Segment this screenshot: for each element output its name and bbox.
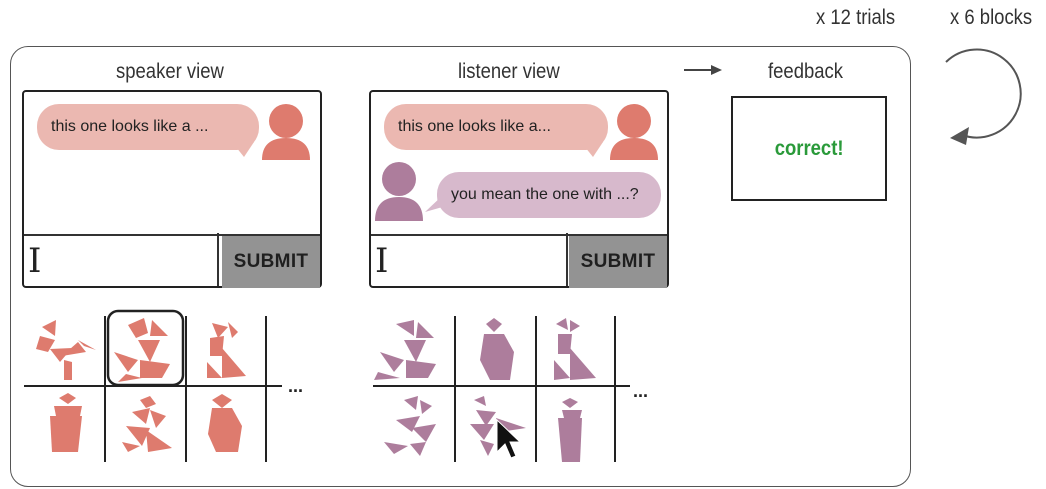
listener-received-text: this one looks like a... bbox=[398, 118, 551, 135]
tangram-figure[interactable] bbox=[207, 322, 246, 378]
listener-view-title: listener view bbox=[458, 60, 560, 83]
more-items-ellipsis: ... bbox=[288, 376, 303, 396]
trials-label: x 12 trials bbox=[816, 6, 896, 29]
listener-screen: this one looks like a... you mean the on… bbox=[369, 90, 669, 288]
speaker-submit-label: SUBMIT bbox=[233, 251, 309, 272]
listener-sent-text: you mean the one with ...? bbox=[451, 186, 639, 203]
tangram-figure[interactable] bbox=[114, 318, 170, 382]
tangram-figure[interactable] bbox=[374, 320, 436, 380]
tangram-figure[interactable] bbox=[480, 318, 514, 380]
tangram-figure[interactable] bbox=[554, 318, 596, 380]
feedback-correct-text: correct! bbox=[774, 136, 844, 160]
target-highlight bbox=[106, 309, 185, 387]
speaker-view-title: speaker view bbox=[116, 60, 224, 83]
speaker-message-bubble: this one looks like a ... bbox=[37, 104, 259, 150]
tangram-figure[interactable] bbox=[50, 393, 82, 452]
text-cursor-icon: I bbox=[28, 241, 42, 281]
feedback-box: correct! bbox=[731, 96, 887, 201]
blocks-label: x 6 blocks bbox=[950, 6, 1033, 29]
listener-submit-button[interactable]: SUBMIT bbox=[569, 236, 667, 288]
mouse-pointer-icon bbox=[496, 418, 522, 459]
listener-chat-input[interactable]: I SUBMIT bbox=[371, 234, 667, 288]
trial-frame bbox=[10, 46, 911, 487]
tangram-figure[interactable] bbox=[384, 396, 436, 456]
listener-submit-label: SUBMIT bbox=[580, 251, 656, 272]
text-cursor-icon: I bbox=[375, 241, 389, 281]
speaker-screen: this one looks like a ... I SUBMIT bbox=[22, 90, 322, 288]
feedback-title: feedback bbox=[768, 60, 844, 83]
tangram-figure[interactable] bbox=[208, 394, 242, 452]
tangram-figure[interactable] bbox=[122, 396, 172, 452]
speaker-chat-input[interactable]: I SUBMIT bbox=[24, 234, 320, 288]
tangram-figure[interactable] bbox=[558, 398, 582, 462]
tangram-figure[interactable] bbox=[36, 320, 96, 380]
listener-received-bubble: this one looks like a... bbox=[384, 104, 608, 150]
listener-sent-bubble: you mean the one with ...? bbox=[437, 172, 661, 218]
more-items-ellipsis: ... bbox=[633, 381, 648, 401]
speaker-message-text: this one looks like a ... bbox=[51, 118, 209, 135]
speaker-submit-button[interactable]: SUBMIT bbox=[222, 236, 320, 288]
